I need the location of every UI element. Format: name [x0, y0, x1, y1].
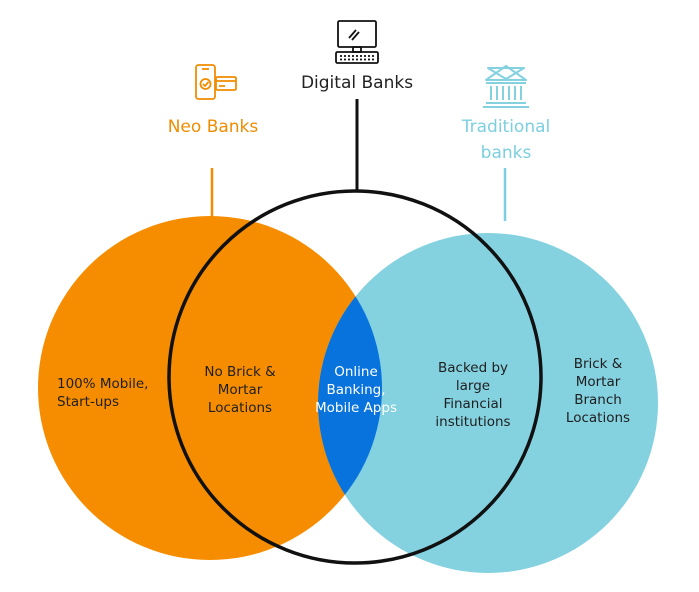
center-line: Mobile Apps [315, 400, 397, 416]
digital-traditional-line: Backed by [438, 360, 508, 376]
neo-only-region-label: 100% Mobile, Start-ups [57, 376, 148, 410]
traditional-banks-circle [318, 233, 658, 573]
neo-only-line: 100% Mobile, [57, 376, 148, 392]
digital-traditional-line: large [456, 378, 490, 394]
traditional-only-region-label: Brick & Mortar Branch Locations [566, 356, 630, 426]
neo-only-line: Start-ups [57, 394, 119, 410]
neo-banks-heading: Neo Banks [168, 117, 259, 137]
center-region-label: Online Banking, Mobile Apps [315, 364, 397, 416]
digital-banks-circle [167, 189, 543, 565]
neo-digital-region-label: No Brick & Mortar Locations [204, 364, 276, 416]
digital-traditional-region-label: Backed by large Financial institutions [435, 360, 510, 430]
traditional-banks-heading-line2: banks [481, 143, 532, 163]
traditional-only-line: Mortar [576, 374, 621, 390]
traditional-only-line: Locations [566, 410, 630, 426]
bank-building-icon [483, 65, 529, 108]
neo-digital-line: Mortar [218, 382, 263, 398]
desktop-computer-icon [335, 20, 379, 64]
digital-traditional-line: institutions [435, 414, 510, 430]
neo-banks-circle [38, 216, 382, 560]
neo-digital-line: Locations [208, 400, 272, 416]
center-line: Banking, [326, 382, 385, 398]
traditional-only-line: Branch [574, 392, 622, 408]
traditional-banks-heading-line1: Traditional [461, 117, 551, 137]
traditional-only-line: Brick & [574, 356, 623, 372]
neo-digital-line: No Brick & [204, 364, 276, 380]
center-line: Online [334, 364, 378, 380]
digital-banks-heading: Digital Banks [301, 73, 413, 93]
mobile-payment-icon [195, 64, 237, 100]
digital-traditional-line: Financial [443, 396, 502, 412]
